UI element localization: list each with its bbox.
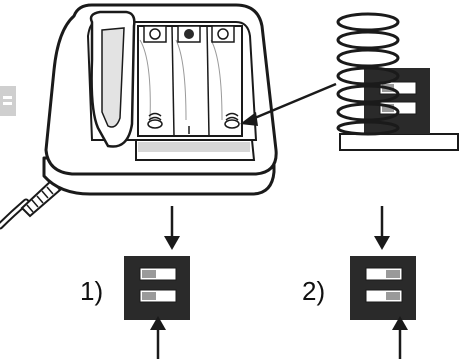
switch-option-1: 1) [80,206,190,359]
cable-strain-relief [20,178,62,218]
spring-contacts [147,112,240,134]
coil-spring [336,12,400,136]
option-2-label: 2) [302,276,325,306]
detail-pointer-arrow [240,82,337,126]
switch-option-2: 2) [302,206,416,359]
option-1-label: 1) [80,276,103,306]
top-contacts [143,25,235,43]
charger-cable [0,178,62,230]
side-tab [0,86,16,116]
spring-detail [336,12,459,151]
